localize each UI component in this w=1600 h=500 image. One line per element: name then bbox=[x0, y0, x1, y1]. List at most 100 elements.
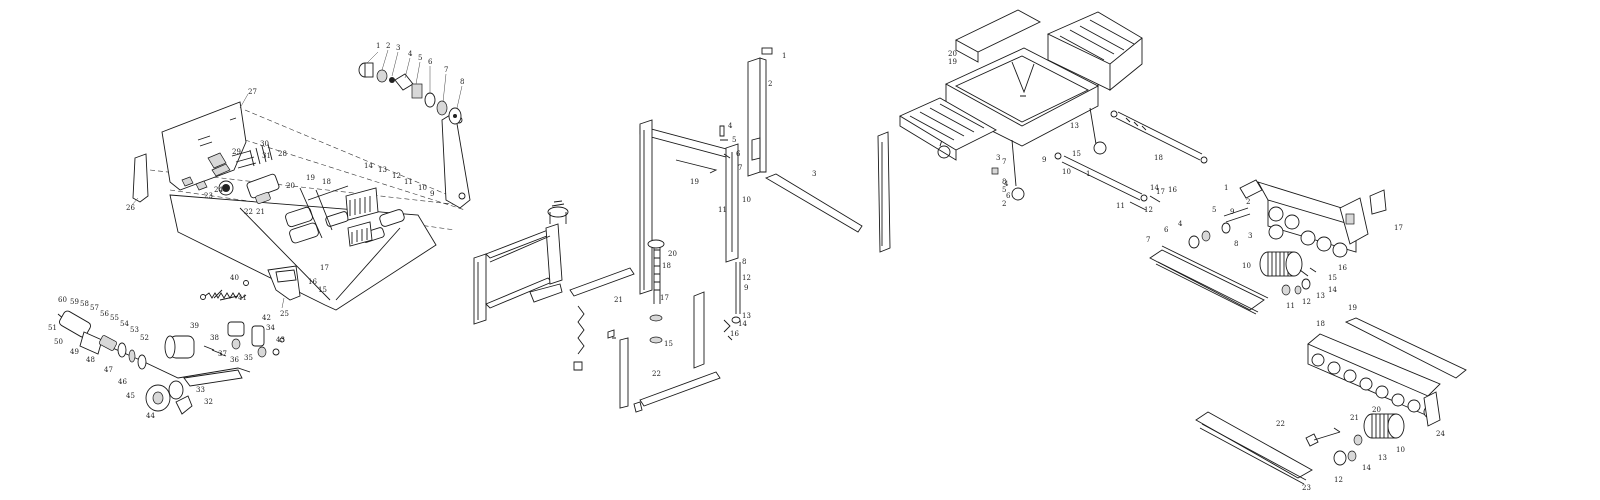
label-b-33: 33 bbox=[196, 386, 205, 394]
label-a-18: 18 bbox=[322, 178, 331, 186]
label-d-12: 12 bbox=[1144, 206, 1153, 214]
label-c-12: 12 bbox=[742, 274, 751, 282]
label-c-7: 7 bbox=[738, 164, 742, 172]
label-e-11: 11 bbox=[1286, 302, 1295, 310]
label-b-60: 60 bbox=[58, 296, 67, 304]
frame-a-rear-plate bbox=[161, 101, 247, 191]
label-roller-5: 5 bbox=[418, 54, 422, 62]
label-b-44: 44 bbox=[146, 412, 155, 420]
label-c-8: 8 bbox=[742, 258, 746, 266]
label-f-12: 12 bbox=[1334, 476, 1343, 484]
label-f-14: 14 bbox=[1362, 464, 1371, 472]
label-c-20: 20 bbox=[668, 250, 677, 258]
label-b-50: 50 bbox=[54, 338, 63, 346]
label-b-56: 56 bbox=[100, 310, 109, 318]
frame-a-spring bbox=[204, 292, 247, 299]
label-a-16: 16 bbox=[308, 278, 317, 286]
label-d-15: 15 bbox=[1072, 150, 1081, 158]
label-c-16: 16 bbox=[730, 330, 739, 338]
label-c-19: 19 bbox=[690, 178, 699, 186]
label-c-9: 9 bbox=[744, 284, 748, 292]
label-c-10: 10 bbox=[742, 196, 751, 204]
label-e-13: 13 bbox=[1316, 292, 1325, 300]
label-b-35: 35 bbox=[244, 354, 253, 362]
label-d-16: 16 bbox=[1168, 186, 1177, 194]
label-d-5: 5 bbox=[1002, 186, 1006, 194]
label-d-13: 13 bbox=[1070, 122, 1079, 130]
label-f-24: 24 bbox=[1436, 430, 1445, 438]
label-a-22: 22 bbox=[244, 208, 253, 216]
label-b-36: 36 bbox=[230, 356, 239, 364]
label-a-29: 29 bbox=[232, 148, 241, 156]
diagonal-bar bbox=[764, 173, 863, 233]
label-d-2: 2 bbox=[1002, 200, 1006, 208]
label-roller-4: 4 bbox=[408, 50, 413, 58]
label-a-15: 15 bbox=[318, 286, 327, 294]
label-d-9: 9 bbox=[1042, 156, 1046, 164]
label-b-52: 52 bbox=[140, 334, 149, 342]
belt-unit-a-belt bbox=[1149, 249, 1265, 311]
label-d-4: 4 bbox=[1004, 180, 1009, 188]
label-b-45: 45 bbox=[126, 392, 135, 400]
label-e-7: 7 bbox=[1146, 236, 1150, 244]
label-roller-6: 6 bbox=[428, 58, 433, 66]
label-e-8: 8 bbox=[1234, 240, 1238, 248]
frame-a-assembly: 27 26 25 1 2 3 4 5 6 7 8 14 13 12 11 10 … bbox=[126, 42, 471, 318]
label-frame-a-bracket: 25 bbox=[280, 310, 289, 318]
label-e-1: 1 bbox=[1224, 184, 1228, 192]
label-e-6: 6 bbox=[1164, 226, 1169, 234]
label-a-20: 20 bbox=[286, 182, 295, 190]
label-b-49: 49 bbox=[70, 348, 79, 356]
label-c-18: 18 bbox=[662, 262, 671, 270]
label-a-21: 21 bbox=[256, 208, 265, 216]
label-a-12: 12 bbox=[392, 172, 401, 180]
label-d-19: 19 bbox=[948, 58, 957, 66]
label-roller-8: 8 bbox=[460, 78, 464, 86]
belt-unit-a: 1 2 3 4 5 6 7 8 9 10 11 12 13 14 15 16 1… bbox=[1146, 179, 1403, 315]
label-e-12: 12 bbox=[1302, 298, 1311, 306]
label-e-3: 3 bbox=[1248, 232, 1252, 240]
label-c-15: 15 bbox=[664, 340, 673, 348]
label-b-39: 39 bbox=[190, 322, 199, 330]
label-a-10: 10 bbox=[418, 184, 427, 192]
label-roller-7: 7 bbox=[444, 66, 448, 74]
label-d-11: 11 bbox=[1116, 202, 1125, 210]
label-f-18: 18 bbox=[1316, 320, 1325, 328]
label-b-46: 46 bbox=[118, 378, 127, 386]
label-d-20: 20 bbox=[948, 50, 957, 58]
label-f-10: 10 bbox=[1396, 446, 1405, 454]
label-b-58: 58 bbox=[80, 300, 89, 308]
label-e-17: 17 bbox=[1394, 224, 1403, 232]
label-d-6: 6 bbox=[1006, 192, 1011, 200]
label-b-47: 47 bbox=[104, 366, 113, 374]
label-f-21: 21 bbox=[1350, 414, 1359, 422]
label-a-14: 14 bbox=[364, 162, 373, 170]
frame-a-bracket bbox=[267, 265, 301, 301]
label-b-32: 32 bbox=[204, 398, 213, 406]
label-d-14: 14 bbox=[1150, 184, 1159, 192]
label-a-9: 9 bbox=[430, 190, 434, 198]
frame-a-end-plate bbox=[132, 153, 149, 203]
frame-a-lever-arm bbox=[441, 111, 471, 209]
label-a-28: 28 bbox=[278, 150, 287, 158]
lower-drive-assembly: 60 59 58 57 56 55 54 53 52 51 50 49 48 4… bbox=[48, 274, 285, 420]
label-c-3: 3 bbox=[812, 170, 816, 178]
label-b-51: 51 bbox=[48, 324, 57, 332]
belt-unit-a-motor bbox=[1259, 251, 1303, 277]
label-c-13: 13 bbox=[742, 312, 751, 320]
label-a-31: 31 bbox=[262, 152, 271, 160]
label-roller-2: 2 bbox=[386, 42, 390, 50]
label-f-19: 19 bbox=[1348, 304, 1357, 312]
label-f-22: 22 bbox=[1276, 420, 1285, 428]
label-b-37: 37 bbox=[218, 350, 227, 358]
label-b-43: 43 bbox=[276, 336, 285, 344]
label-b-41: 41 bbox=[238, 294, 247, 302]
label-b-54: 54 bbox=[120, 320, 129, 328]
label-b-42: 42 bbox=[262, 314, 271, 322]
label-c-6: 6 bbox=[736, 150, 741, 158]
label-e-9: 9 bbox=[1230, 208, 1234, 216]
label-d-1: 1 bbox=[1086, 170, 1090, 178]
belt-unit-b-motor bbox=[1363, 413, 1405, 439]
label-c-17: 17 bbox=[660, 294, 669, 302]
label-e-4: 4 bbox=[1178, 220, 1183, 228]
